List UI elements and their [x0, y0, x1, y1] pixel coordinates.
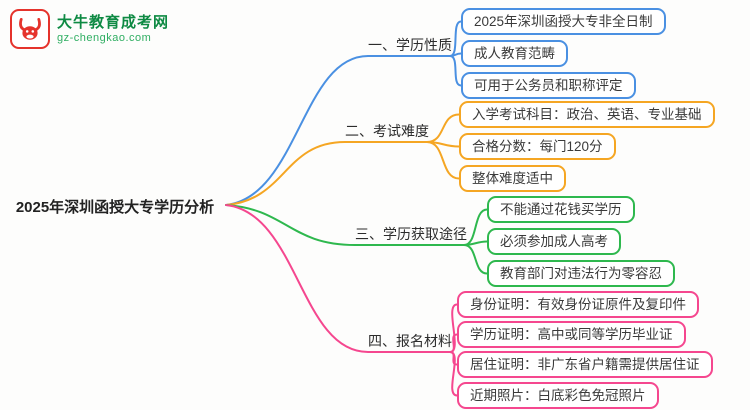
branch3-child1-connector [463, 208, 488, 246]
leaf-node: 居住证明：非广东省户籍需提供居住证 [457, 351, 713, 378]
branch1-child3-connector [449, 55, 462, 87]
branch1-main-connector [225, 55, 451, 206]
branch4-child4-connector [449, 351, 458, 397]
leaf-node: 合格分数：每门120分 [459, 133, 616, 160]
leaf-node: 不能通过花钱买学历 [487, 196, 635, 223]
root-node: 2025年深圳函授大专学历分析 [15, 199, 215, 216]
leaf-node: 入学考试科目：政治、英语、专业基础 [459, 101, 715, 128]
branch-label-2: 二、考试难度 [345, 123, 429, 139]
branch-label-1: 一、学历性质 [368, 37, 452, 53]
logo-domain: gz-chengkao.com [57, 31, 152, 44]
branch3-child3-connector [463, 244, 488, 275]
leaf-node: 整体难度适中 [459, 165, 566, 192]
logo-text-block: 大牛教育成考网 gz-chengkao.com [57, 14, 169, 45]
leaf-node: 必须参加成人高考 [487, 228, 621, 255]
branch-label-3: 三、学历获取途径 [355, 226, 467, 242]
leaf-node: 教育部门对违法行为零容忍 [487, 260, 675, 287]
leaf-node: 成人教育范畴 [461, 40, 568, 67]
site-logo: 大牛教育成考网 gz-chengkao.com [10, 9, 169, 49]
branch2-main-connector [225, 141, 428, 206]
leaf-node: 可用于公务员和职称评定 [461, 72, 636, 99]
branch-label-4: 四、报名材料 [368, 333, 452, 349]
leaf-node: 身份证明：有效身份证原件及复印件 [457, 291, 699, 318]
logo-title: 大牛教育成考网 [57, 13, 170, 31]
bull-icon [10, 9, 50, 49]
branch3-main-connector [225, 204, 465, 246]
branch2-child1-connector [426, 113, 460, 143]
branch4-main-connector [225, 204, 451, 353]
leaf-node: 学历证明：高中或同等学历毕业证 [457, 321, 686, 348]
branch2-child3-connector [426, 141, 460, 180]
leaf-node: 近期照片：白底彩色免冠照片 [457, 382, 659, 409]
leaf-node: 2025年深圳函授大专非全日制 [461, 8, 666, 35]
